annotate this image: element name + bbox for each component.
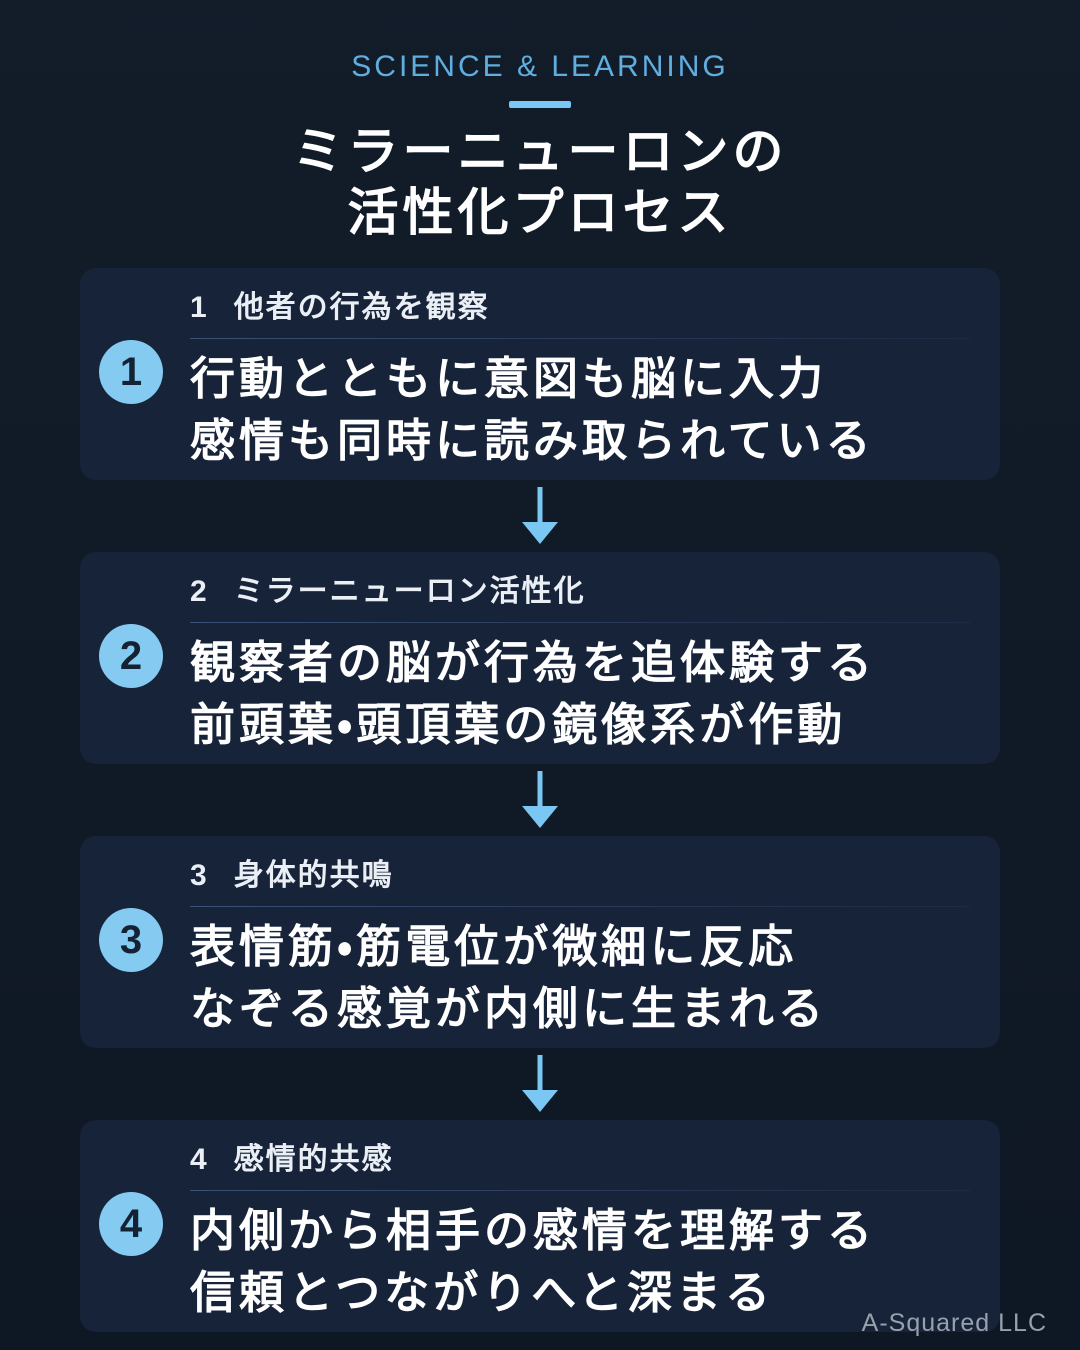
step-description-line-1: 観察者の脳が行為を追体験する [190,637,877,688]
step-description-line-2: 前頭葉・頭頂葉の鏡像系が作動 [190,699,847,750]
step-description-line-2: なぞる感覚が内側に生まれる [190,983,828,1034]
step-heading: 2 ミラーニューロン活性化 [190,575,970,609]
step-description-line-1: 行動とともに意図も脳に入力 [190,353,828,404]
step-description-line-2: 信頼とつながりへと深まる [190,1267,774,1318]
step-card-2: 2 2 ミラーニューロン活性化 観察者の脳が行為を追体験する 前頭葉・頭頂葉の鏡… [80,552,1000,764]
step-connector [0,480,1080,552]
eyebrow-label: SCIENCE & LEARNING [351,50,729,83]
badge-number: 3 [119,918,143,962]
step-description-line-1: 表情筋・筋電位が微細に反応 [190,921,798,972]
badge-number: 4 [119,1202,143,1246]
step-description: 観察者の脳が行為を追体験する 前頭葉・頭頂葉の鏡像系が作動 [190,632,970,756]
step-heading-number: 4 [190,1143,209,1176]
step-heading-number: 3 [190,859,209,892]
heading-divider [190,622,970,623]
step-heading-label: 身体的共鳴 [233,859,394,892]
down-arrow-icon [522,771,558,828]
step-number-badge: 2 [99,624,163,688]
step-heading-number: 2 [190,575,209,608]
heading-divider [190,338,970,339]
step-heading: 1 他者の行為を観察 [190,291,970,325]
brand-credit: A-Squared LLC [861,1309,1047,1337]
down-arrow-icon [522,487,558,544]
step-heading-number: 1 [190,291,209,324]
step-number-badge: 3 [99,908,163,972]
badge-number: 1 [119,350,143,394]
heading-divider [190,906,970,907]
badge-number: 2 [119,634,143,678]
step-heading: 4 感情的共感 [190,1143,970,1177]
step-description: 行動とともに意図も脳に入力 感情も同時に読み取られている [190,348,970,472]
step-card-4: 4 4 感情的共感 内側から相手の感情を理解する 信頼とつながりへと深まる [80,1120,1000,1332]
step-description: 内側から相手の感情を理解する 信頼とつながりへと深まる [190,1200,970,1324]
down-arrow-icon [522,1055,558,1112]
eyebrow-underline [509,101,571,108]
step-description-line-2: 感情も同時に読み取られている [190,415,875,466]
step-description: 表情筋・筋電位が微細に反応 なぞる感覚が内側に生まれる [190,916,970,1040]
steps-flow: 1 1 他者の行為を観察 行動とともに意図も脳に入力 感情も同時に読み取られてい… [0,268,1080,1332]
page-title: ミラーニューロンの 活性化プロセス [0,121,1080,243]
step-connector [0,1048,1080,1120]
step-number-badge: 1 [99,340,163,404]
step-connector [0,764,1080,836]
page-title-line-2: 活性化プロセス [347,184,733,241]
step-heading-label: 他者の行為を観察 [233,291,490,324]
step-card-1: 1 1 他者の行為を観察 行動とともに意図も脳に入力 感情も同時に読み取られてい… [80,268,1000,480]
page-title-line-1: ミラーニューロンの [292,123,788,180]
step-heading-label: 感情的共感 [233,1143,394,1176]
hero-header: SCIENCE & LEARNING ミラーニューロンの 活性化プロセス [0,0,1080,243]
step-card-3: 3 3 身体的共鳴 表情筋・筋電位が微細に反応 なぞる感覚が内側に生まれる [80,836,1000,1048]
heading-divider [190,1190,970,1191]
step-heading-label: ミラーニューロン活性化 [233,575,586,608]
step-number-badge: 4 [99,1192,163,1256]
step-heading: 3 身体的共鳴 [190,859,970,893]
step-description-line-1: 内側から相手の感情を理解する [190,1205,877,1256]
